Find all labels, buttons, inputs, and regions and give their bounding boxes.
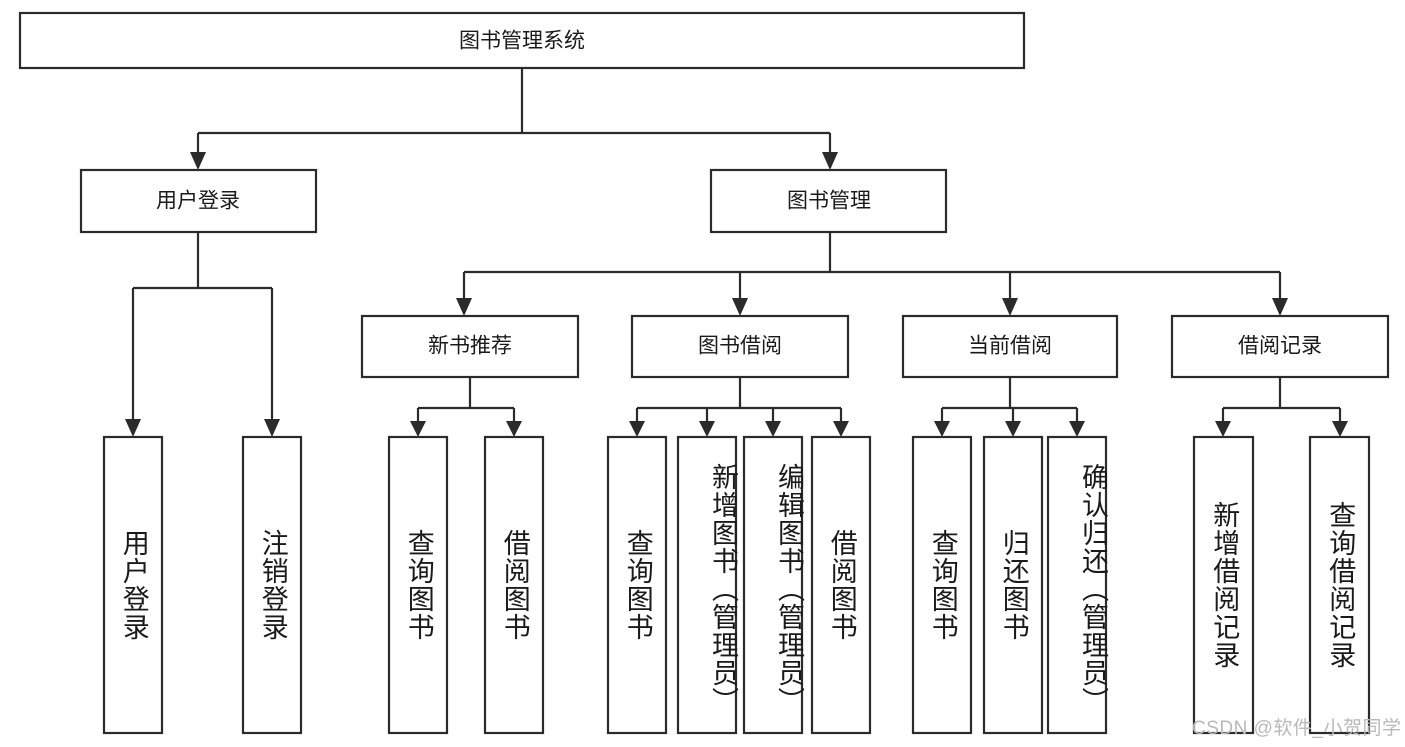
node-borrow-books-label: 图书借阅 xyxy=(698,335,782,358)
leaf-box-add-book-admin[interactable] xyxy=(676,435,738,735)
connector-group-bookmanage-to-level3 xyxy=(456,232,1288,316)
arrow-to-leaf-user-login xyxy=(125,419,141,437)
node-root-box[interactable] xyxy=(18,11,1026,70)
node-book-manage-box[interactable] xyxy=(709,168,948,234)
arrow-to-book-manage xyxy=(822,152,838,170)
node-current-borrow-label: 当前借阅 xyxy=(968,335,1052,358)
node-borrow-books[interactable]: 图书借阅 xyxy=(630,314,850,379)
leaf-box-logout[interactable] xyxy=(241,435,303,735)
connector-group-borrowrecords-to-leaves xyxy=(1215,377,1348,437)
node-borrow-records[interactable]: 借阅记录 xyxy=(1170,314,1390,379)
node-current-borrow[interactable]: 当前借阅 xyxy=(901,314,1119,379)
arrow-cb-leaf3 xyxy=(1069,421,1085,437)
arrow-br-leaf1 xyxy=(1215,421,1231,437)
leaf-box-return-books[interactable] xyxy=(982,435,1044,735)
connector-group-currentborrow-to-leaves xyxy=(934,377,1085,437)
connector-group-newbooks-to-leaves xyxy=(410,377,522,437)
leaf-box-query-borrow-record[interactable] xyxy=(1308,435,1371,735)
node-new-books-label: 新书推荐 xyxy=(428,335,512,358)
connector-group-userlogin-to-leaves xyxy=(125,232,280,437)
node-borrow-records-box[interactable] xyxy=(1170,314,1390,379)
connector-group-borrowbooks-to-leaves xyxy=(629,377,849,437)
arrow-to-new-books xyxy=(456,298,472,316)
node-new-books-box[interactable] xyxy=(360,314,580,379)
leaf-box-borrow-books-bb[interactable] xyxy=(810,435,872,735)
arrow-to-borrow-books xyxy=(732,298,748,316)
node-user-login-label: 用户登录 xyxy=(156,190,240,213)
arrow-bb-leaf4 xyxy=(833,421,849,437)
node-user-login-box[interactable] xyxy=(79,168,318,234)
arrow-bb-leaf2 xyxy=(699,421,715,437)
csdn-watermark: CSDN @软件_小贺同学 xyxy=(1192,718,1402,739)
leaf-box-user-login[interactable] xyxy=(102,435,164,735)
arrow-nb-leaf1 xyxy=(410,421,426,437)
arrow-cb-leaf2 xyxy=(1005,421,1021,437)
arrow-nb-leaf2 xyxy=(506,421,522,437)
leaf-box-query-books-nb[interactable] xyxy=(387,435,449,735)
node-book-manage-label: 图书管理 xyxy=(787,190,871,213)
arrow-to-leaf-logout xyxy=(264,419,280,437)
arrow-cb-leaf1 xyxy=(934,421,950,437)
node-borrow-records-label: 借阅记录 xyxy=(1238,335,1322,358)
leaf-box-query-books-bb[interactable] xyxy=(606,435,668,735)
arrow-bb-leaf1 xyxy=(629,421,645,437)
node-new-books[interactable]: 新书推荐 xyxy=(360,314,580,379)
node-root-label: 图书管理系统 xyxy=(459,30,585,53)
leaf-box-borrow-books-nb[interactable] xyxy=(483,435,545,735)
arrow-bb-leaf3 xyxy=(765,421,781,437)
node-borrow-books-box[interactable] xyxy=(630,314,850,379)
arrow-br-leaf2 xyxy=(1332,421,1348,437)
arrow-to-borrow-records xyxy=(1272,298,1288,316)
leaf-box-confirm-return-admin[interactable] xyxy=(1046,435,1108,735)
leaf-boxes-group xyxy=(102,435,1371,735)
node-user-login[interactable]: 用户登录 xyxy=(79,168,318,234)
arrow-to-user-login xyxy=(190,152,206,170)
arrow-to-current-borrow xyxy=(1002,298,1018,316)
leaf-box-edit-book-admin[interactable] xyxy=(742,435,804,735)
node-book-manage[interactable]: 图书管理 xyxy=(709,168,948,234)
leaf-box-add-borrow-record[interactable] xyxy=(1192,435,1255,735)
node-root[interactable]: 图书管理系统 xyxy=(18,11,1026,70)
node-current-borrow-box[interactable] xyxy=(901,314,1119,379)
connector-group-root-to-level2 xyxy=(190,68,838,170)
leaf-box-query-books-cb[interactable] xyxy=(911,435,973,735)
